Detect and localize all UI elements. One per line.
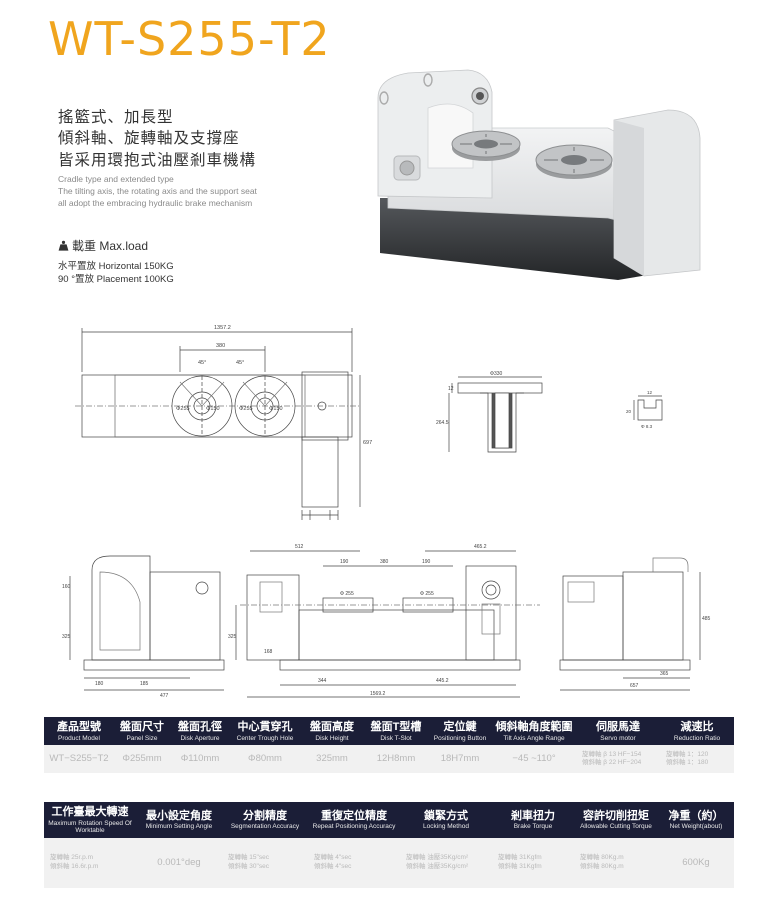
dim-top-d150b: Φ150 — [269, 406, 283, 412]
load-vertical: 90 °置放 Placement 100KG — [58, 274, 174, 285]
table-cell: 旋轉軸 1：120 傾斜軸 1：180 — [660, 745, 734, 774]
table-cell: Φ110mm — [170, 745, 230, 774]
dim-top-d150a: Φ150 — [206, 406, 220, 412]
dim-top-d255a: Φ255 — [176, 406, 190, 412]
dim-slot-d83: Φ 8.3 — [641, 424, 653, 429]
dim-sec-d330: Φ330 — [490, 371, 503, 377]
dim-front-4652: 465.2 — [474, 544, 487, 550]
weight-icon — [58, 240, 69, 251]
dim-front-d255a: Φ 255 — [340, 591, 354, 597]
dim-slot-20: 20 — [626, 409, 632, 414]
dim-sec-2645: 264.5 — [436, 420, 449, 426]
table-cell: 旋轉軸 25r.p.m 傾斜軸 16.6r.p.m — [44, 837, 136, 888]
dim-front-325: 325 — [228, 634, 237, 640]
feature-zh-line-2: 傾斜軸、旋轉軸及支撐座 — [58, 129, 240, 147]
dim-right-657: 657 — [630, 683, 639, 689]
dim-front-15692: 1569.2 — [370, 691, 386, 697]
table-cell: Φ80mm — [230, 745, 300, 774]
table-cell: 旋轉軸 油壓35Kg/cm² 傾斜軸 油壓35Kg/cm² — [400, 837, 492, 888]
table-cell: Φ255mm — [114, 745, 170, 774]
top-view-drawing — [75, 328, 361, 520]
feature-zh-line-1: 搖籃式、加長型 — [58, 108, 174, 126]
dim-top-697: 697 — [363, 440, 372, 446]
dim-left-160: 160 — [62, 584, 71, 590]
feature-en-line-2: The tilting axis, the rotating axis and … — [58, 186, 257, 196]
right-side-view-drawing — [559, 557, 701, 691]
table-cell: 325mm — [300, 745, 364, 774]
dim-front-512: 512 — [295, 544, 304, 550]
dim-top-d255b: Φ255 — [239, 406, 253, 412]
dim-left-477: 477 — [160, 693, 169, 699]
dim-left-185: 185 — [140, 681, 149, 687]
dim-left-325: 325 — [62, 634, 71, 640]
table-cell: 旋轉軸 31Kgfm 傾斜軸 31Kgfm — [492, 837, 574, 888]
dim-front-190a: 190 — [340, 559, 349, 565]
product-photo — [377, 69, 701, 280]
dim-top-total: 1357.2 — [214, 325, 231, 331]
dim-top-45b: 45° — [236, 360, 244, 366]
front-view-drawing — [235, 550, 540, 698]
dim-front-190b: 190 — [422, 559, 431, 565]
dim-front-380: 380 — [380, 559, 389, 565]
max-load-heading: 載重 Max.load — [58, 237, 148, 254]
dim-top-45a: 45° — [198, 360, 206, 366]
spec-table-2-row: 旋轉軸 25r.p.m 傾斜軸 16.6r.p.m 0.001°deg 旋轉軸 … — [44, 837, 734, 888]
dim-front-4452: 445.2 — [436, 678, 449, 684]
dim-right-365: 365 — [660, 671, 669, 677]
dim-sec-80: 80 — [497, 419, 503, 425]
table-cell: 旋轉軸 4"sec 傾斜軸 4"sec — [308, 837, 400, 888]
table-cell: 0.001°deg — [136, 837, 222, 888]
table-cell: WT−S255−T2 — [44, 745, 114, 774]
dim-sec-12: 12 — [448, 386, 454, 392]
dim-right-485: 485 — [702, 616, 711, 622]
max-load-label: 載重 Max.load — [72, 239, 149, 253]
left-side-view-drawing — [69, 555, 225, 691]
product-title: WT-S255-T2 — [48, 12, 331, 66]
tslot-detail-drawing — [633, 395, 663, 421]
feature-zh-line-3: 皆采用環抱式油壓剎車機構 — [58, 151, 257, 169]
spec-table-1-row: WT−S255−T2 Φ255mm Φ110mm Φ80mm 325mm 12H… — [44, 745, 734, 774]
table-cell: 旋轉軸 15"sec 傾斜軸 30"sec — [222, 837, 308, 888]
dim-front-d255b: Φ 255 — [420, 591, 434, 597]
section-view-drawing — [448, 376, 543, 453]
dim-slot-12: 12 — [647, 390, 653, 395]
table-cell: 18H7mm — [428, 745, 492, 774]
table-cell: 12H8mm — [364, 745, 428, 774]
dim-left-180: 180 — [95, 681, 104, 687]
col-header: 净重（約）Net Weight(about) — [658, 802, 734, 838]
table-cell: 旋轉軸 80Kg.m 傾斜軸 80Kg.m — [574, 837, 658, 888]
technical-drawings: 1357.2 380 45° 45° Φ255 Φ150 Φ255 Φ150 6… — [62, 325, 711, 699]
table-cell: 旋轉軸 β 13 HF−154 傾斜軸 β 22 HF−204 — [576, 745, 660, 774]
feature-en-line-1: Cradle type and extended type — [58, 174, 174, 184]
table-cell: 600Kg — [658, 837, 734, 888]
feature-en-line-3: all adopt the embracing hydraulic brake … — [58, 198, 253, 208]
dim-front-168: 168 — [264, 649, 273, 655]
table-cell: −45 ~110° — [492, 745, 576, 774]
dim-front-344: 344 — [318, 678, 327, 684]
load-horizontal: 水平置放 Horizontal 150KG — [58, 261, 174, 272]
dim-top-380: 380 — [216, 343, 225, 349]
